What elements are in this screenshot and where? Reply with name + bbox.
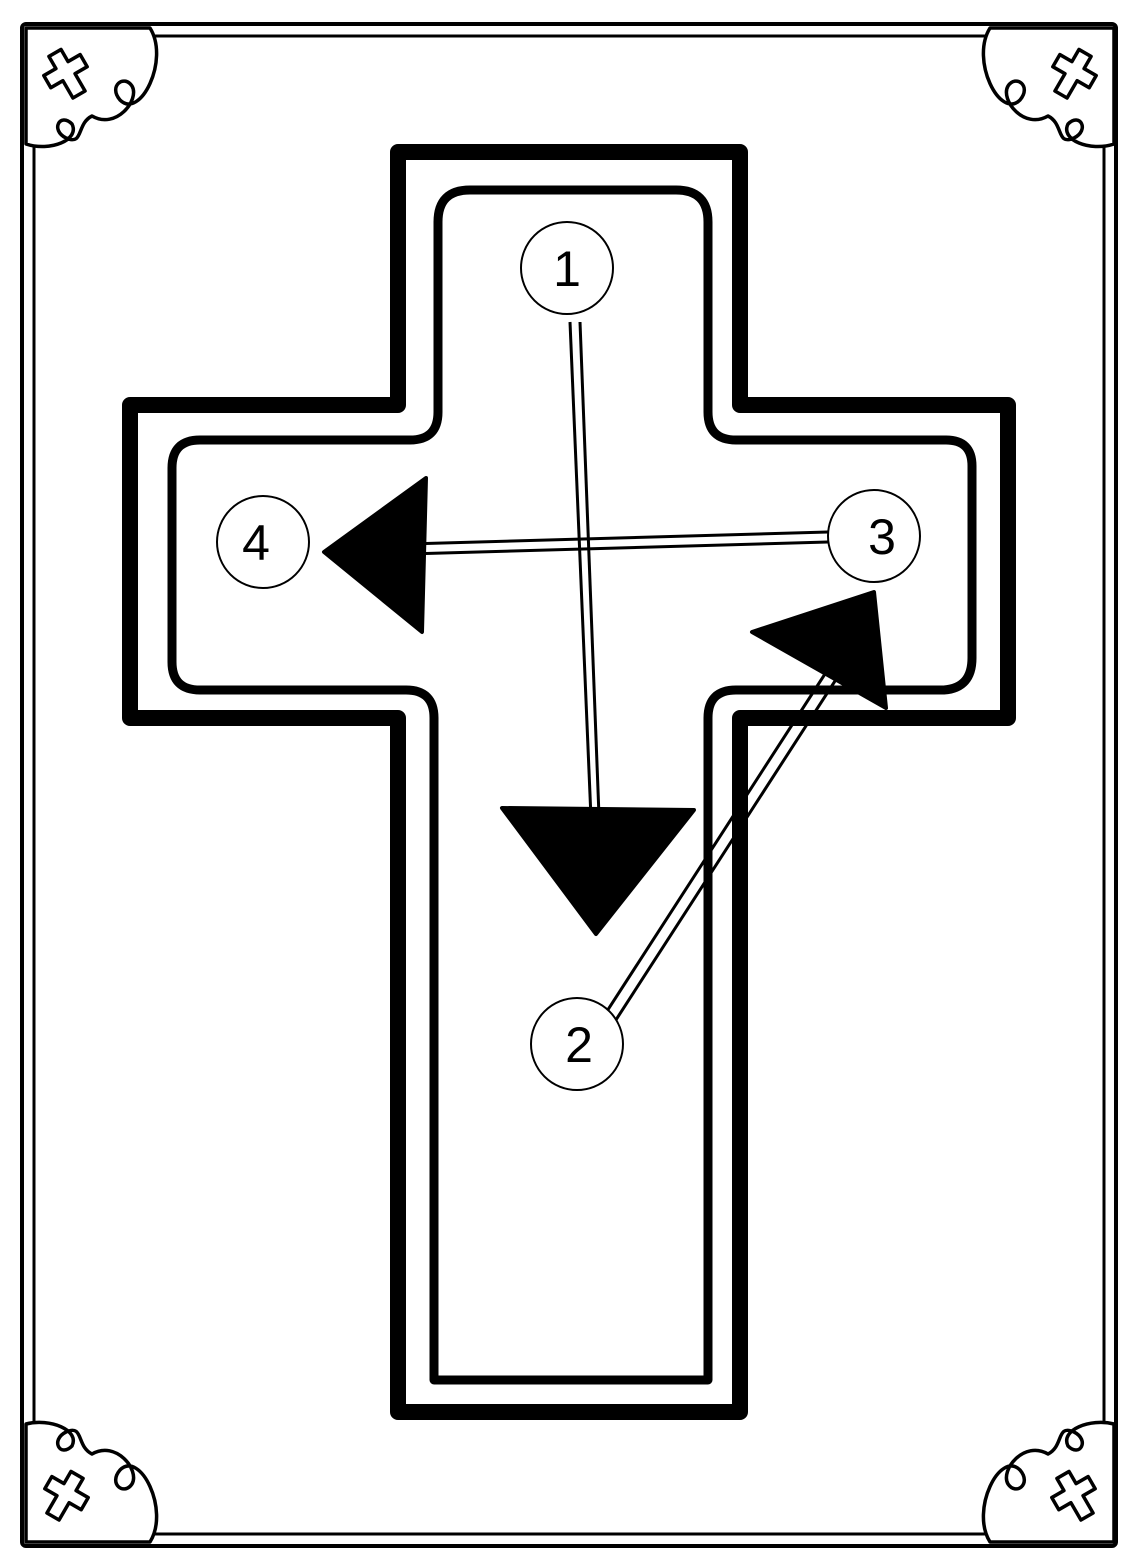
- corner-ornament-top-left: [24, 26, 159, 149]
- arrow-step-3: [322, 476, 829, 634]
- step-number: 3: [868, 509, 896, 565]
- step-number: 4: [242, 515, 270, 571]
- step-marker-1: 1: [520, 221, 614, 315]
- corner-ornament-bottom-left: [24, 1420, 159, 1544]
- arrow-step-2: [598, 590, 888, 1027]
- arrow-step-1: [500, 321, 696, 936]
- step-number: 2: [565, 1017, 593, 1073]
- corner-ornament-top-right: [981, 26, 1116, 149]
- page-border: [20, 22, 1118, 1548]
- step-marker-4: 4: [216, 495, 310, 589]
- step-marker-2: 2: [530, 997, 624, 1091]
- corner-ornament-bottom-right: [981, 1420, 1116, 1544]
- step-number: 1: [553, 241, 581, 297]
- cross-outline-outer: [122, 144, 1016, 1420]
- step-marker-3: 3: [827, 489, 921, 583]
- cross-outline-inner: [167, 185, 977, 1385]
